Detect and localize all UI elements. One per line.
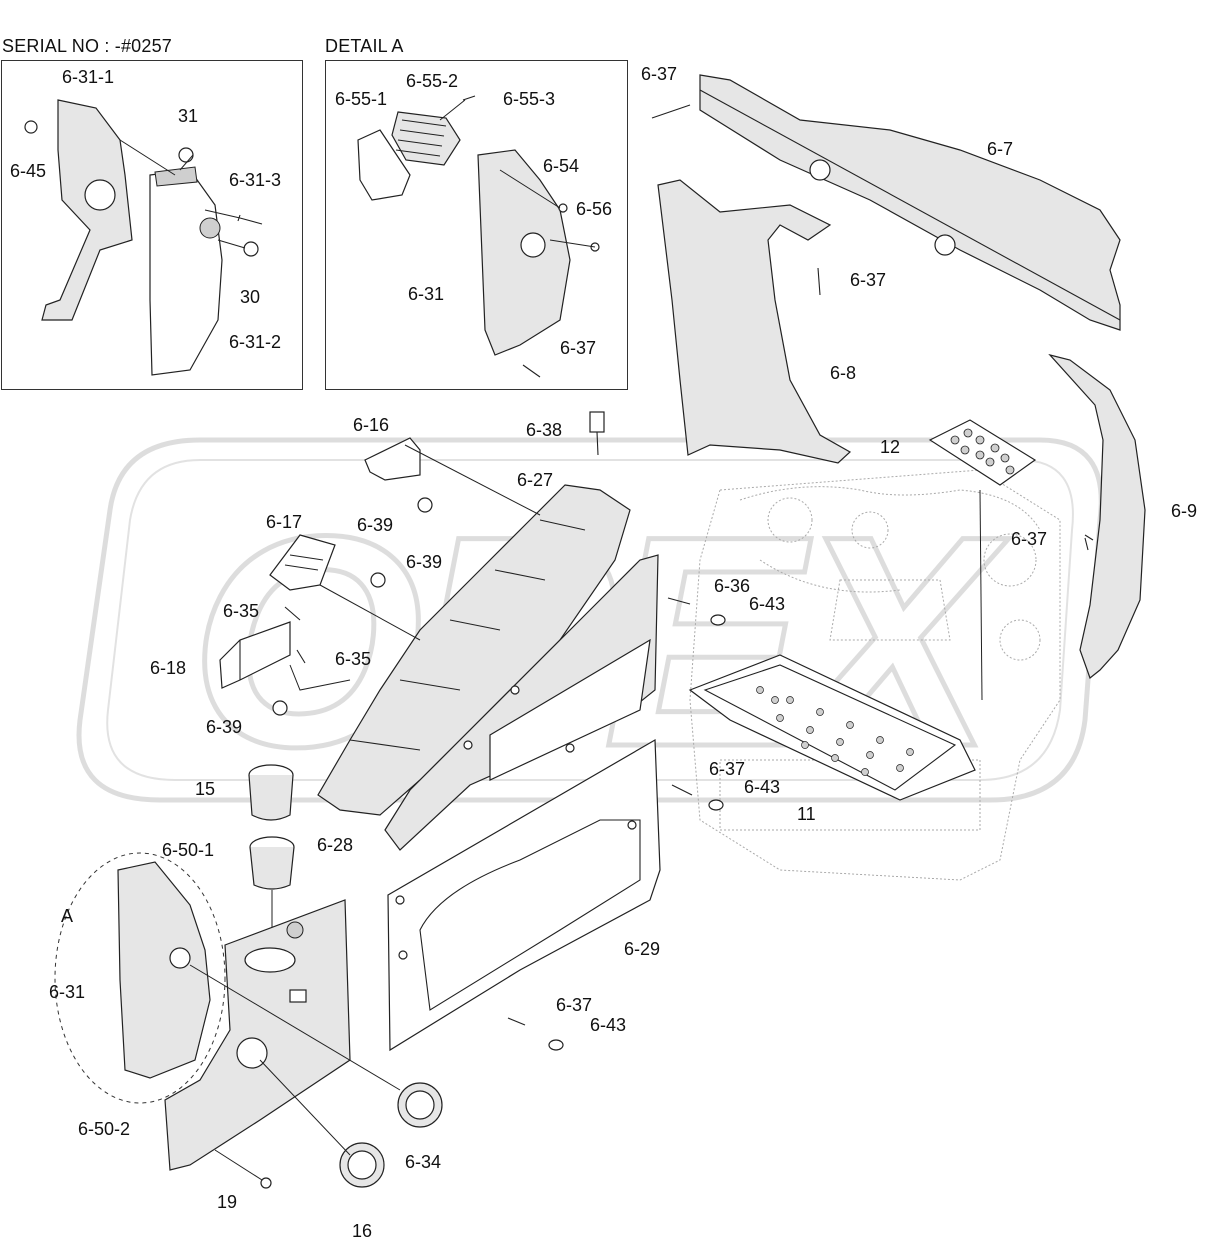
callout-6-55-3: 6-55-3 [503, 89, 556, 109]
callout-6-34: 6-34 [405, 1152, 442, 1172]
callout-6-50-2: 6-50-2 [78, 1119, 131, 1139]
callout-6-35-a: 6-35 [223, 601, 260, 621]
callout-6-8: 6-8 [830, 363, 857, 383]
callout-6-43-c: 6-43 [590, 1015, 627, 1035]
callout-11: 11 [797, 804, 816, 824]
callout-6-55-1: 6-55-1 [335, 89, 388, 109]
callout-15: 15 [195, 779, 216, 799]
callout-6-37-right: 6-37 [1011, 529, 1048, 549]
callout-6-43-a: 6-43 [749, 594, 786, 614]
callout-6-16: 6-16 [353, 415, 390, 435]
cup-parts-drawing [248, 764, 295, 935]
serial-no-frame [1, 60, 303, 390]
serial-no-heading: SERIAL NO : -#0257 [2, 36, 173, 56]
callout-6-55-2: 6-55-2 [406, 71, 459, 91]
detail-a-marker: A [61, 906, 74, 926]
callout-6-36: 6-36 [714, 576, 751, 596]
callout-6-39-a: 6-39 [357, 515, 394, 535]
callout-6-39-b: 6-39 [406, 552, 443, 572]
callout-31: 31 [178, 106, 199, 126]
callout-6-17: 6-17 [266, 512, 303, 532]
detail-a-heading: DETAIL A [325, 36, 404, 56]
callout-6-31-detail: 6-31 [408, 284, 445, 304]
callout-6-37-detail: 6-37 [560, 338, 597, 358]
part-6-9-trim [1048, 353, 1146, 679]
callout-6-38: 6-38 [526, 420, 563, 440]
callout-6-37-mid: 6-37 [709, 759, 746, 779]
callout-6-29: 6-29 [624, 939, 661, 959]
detail-a-frame [325, 60, 628, 390]
callout-6-35-b: 6-35 [335, 649, 372, 669]
callout-6-31-1: 6-31-1 [62, 67, 115, 87]
callout-12: 12 [880, 437, 901, 457]
callout-6-50-1: 6-50-1 [162, 840, 215, 860]
callout-6-27: 6-27 [517, 470, 554, 490]
callout-6-45: 6-45 [10, 161, 47, 181]
part-6-27-console [317, 411, 631, 816]
callout-6-31-2: 6-31-2 [229, 332, 282, 352]
callout-6-37-pillar: 6-37 [850, 270, 887, 290]
callout-6-37-top: 6-37 [641, 64, 678, 84]
part-12-mat [928, 419, 1037, 701]
callout-6-7: 6-7 [987, 139, 1014, 159]
callout-6-54: 6-54 [543, 156, 580, 176]
callout-19: 19 [217, 1192, 238, 1212]
part-6-28-panel [384, 554, 659, 851]
callout-6-28: 6-28 [317, 835, 354, 855]
callout-6-18: 6-18 [150, 658, 187, 678]
detail-a-parts-drawing [357, 95, 600, 378]
callout-6-31-3: 6-31-3 [229, 170, 282, 190]
callout-6-56: 6-56 [576, 199, 613, 219]
callout-6-9: 6-9 [1171, 501, 1198, 521]
callout-30: 30 [240, 287, 261, 307]
part-6-8-pillar [657, 179, 852, 464]
part-6-7-rail [651, 74, 1121, 331]
part-6-29-panel [387, 738, 661, 1052]
brackets-drawing [219, 437, 541, 716]
serial-no-parts-drawing [24, 99, 263, 376]
screw-drawing [507, 537, 1089, 1051]
callout-16: 16 [352, 1221, 373, 1241]
part-11-floor-tray [688, 654, 976, 801]
callout-6-31-main: 6-31 [49, 982, 86, 1002]
callout-6-43-b: 6-43 [744, 777, 781, 797]
callout-6-39-c: 6-39 [206, 717, 243, 737]
callout-6-37-low: 6-37 [556, 995, 593, 1015]
lower-console-drawing [54, 852, 443, 1189]
